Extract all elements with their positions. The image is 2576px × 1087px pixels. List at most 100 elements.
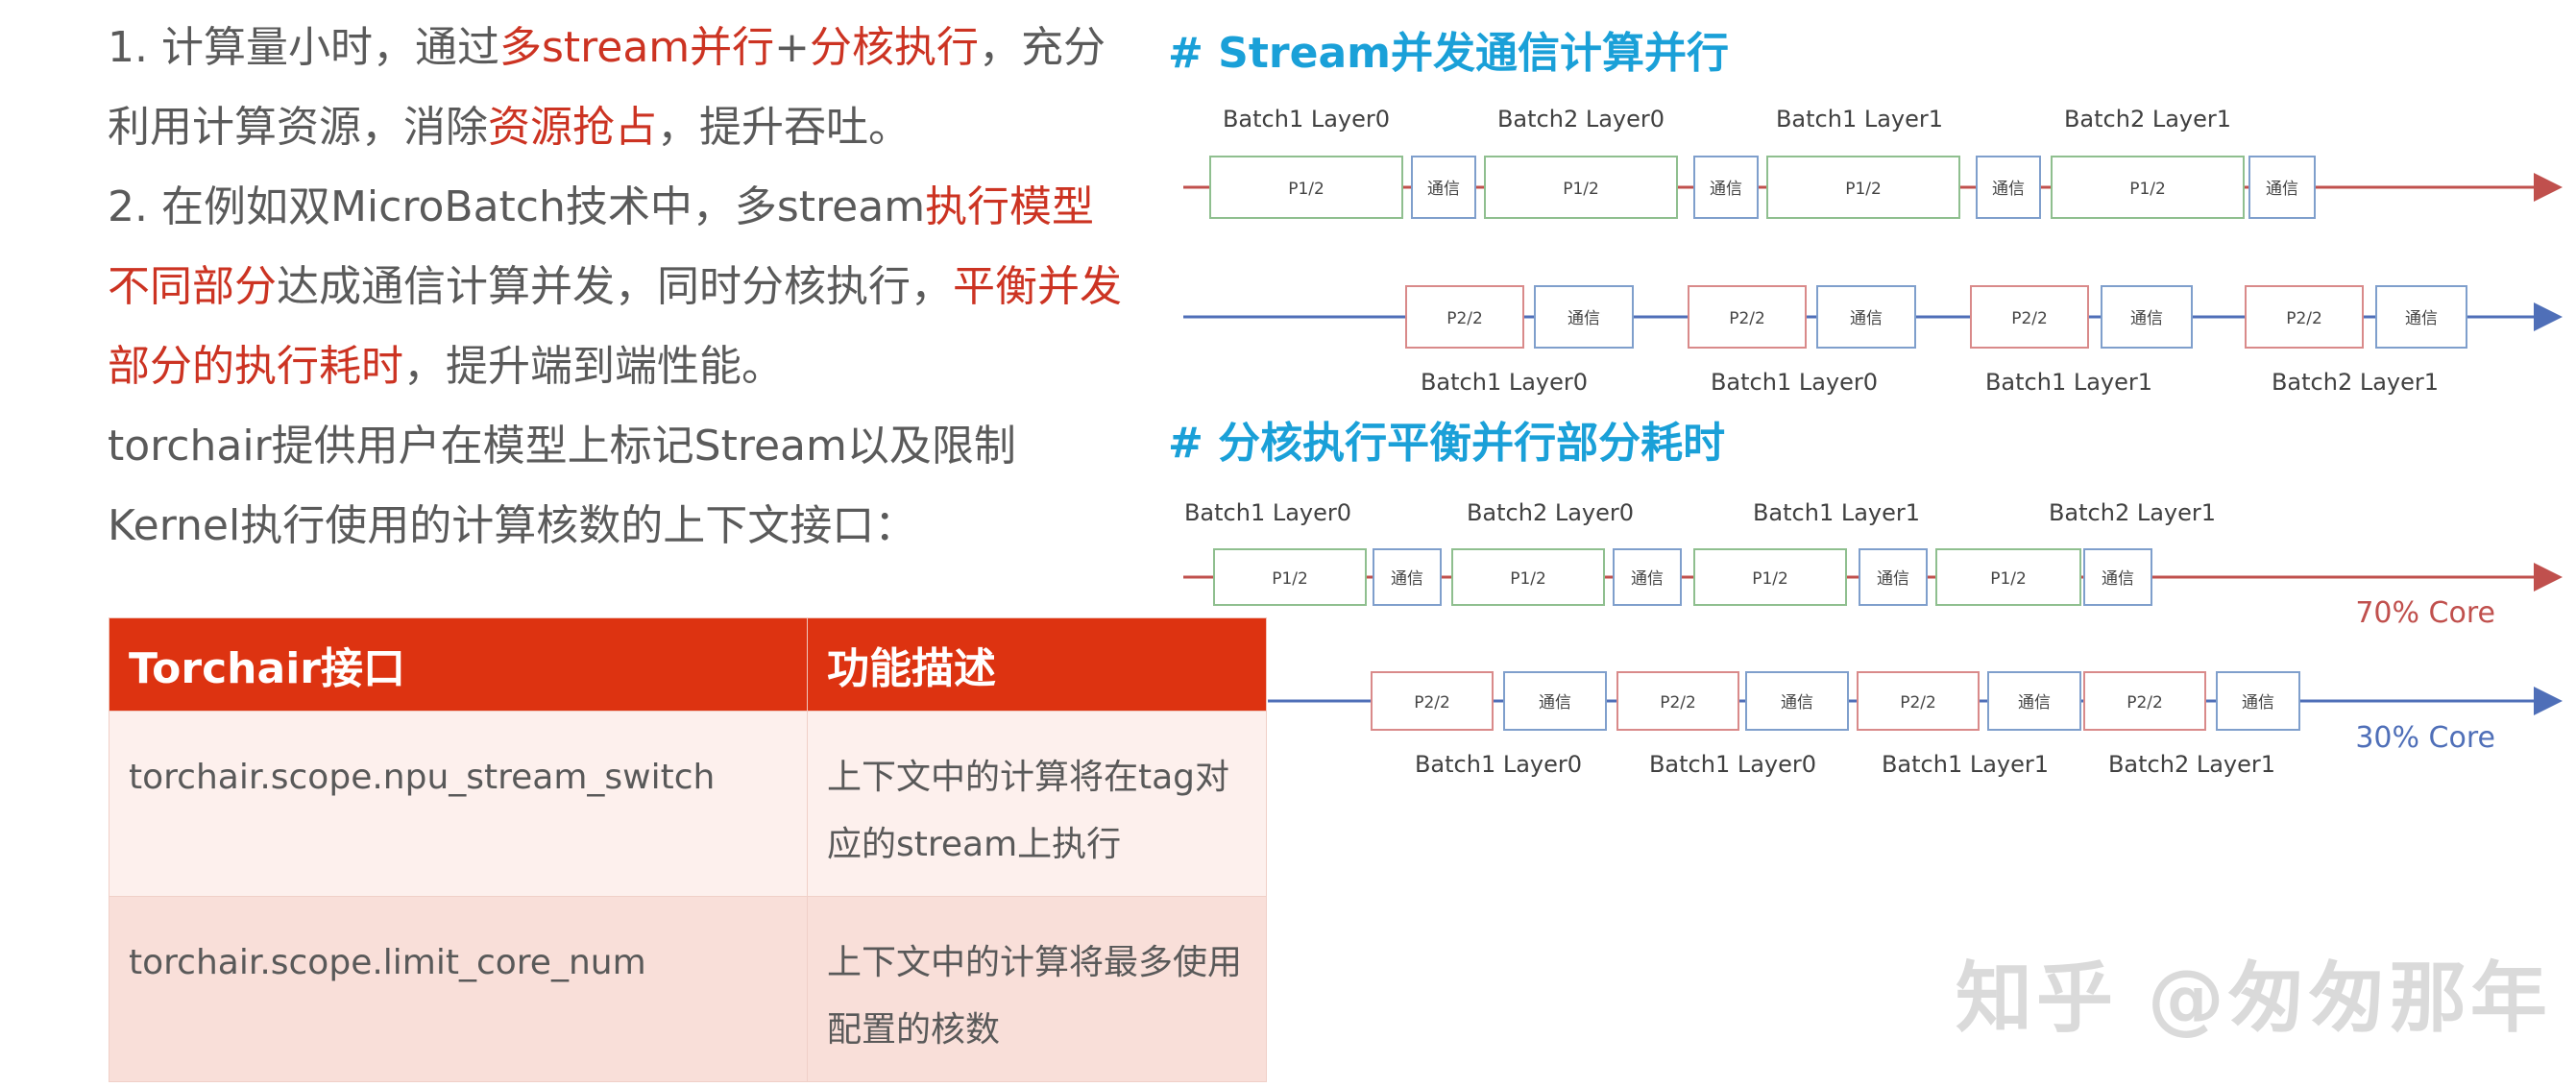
core-70-label: 70% Core <box>2355 596 2495 630</box>
comm-label: 通信 <box>1877 569 1909 589</box>
d2-stream1-blocks: P1/2 通信 P1/2 通信 P1/2 通信 P1/2 通信 <box>1213 548 2152 606</box>
d2-stream2-blocks: P2/2 通信 P2/2 通信 P2/2 通信 P2/2 通信 <box>1371 671 2300 731</box>
compute-label: P2/2 <box>2011 309 2048 328</box>
compute-block <box>1857 671 1980 731</box>
compute-label: P1/2 <box>1510 569 1546 589</box>
comm-label: 通信 <box>1391 569 1423 589</box>
text-span: ，提升吞吐。 <box>657 103 911 152</box>
d1-stream2-blocks: P2/2 通信 P2/2 通信 P2/2 通信 P2/2 通信 <box>1405 285 2467 349</box>
text-span: 达成通信计算并发，同时分核执行， <box>277 262 953 311</box>
comm-label: 通信 <box>1631 569 1664 589</box>
compute-block <box>1405 285 1524 349</box>
highlight-text: 多stream并行 <box>498 23 775 72</box>
timeline-diagram: # Stream并发通信计算并行 Batch1 Layer0 Batch2 La… <box>1168 29 2563 778</box>
comm-label: 通信 <box>1427 180 1460 199</box>
compute-label: P2/2 <box>2286 309 2322 328</box>
comm-block <box>1859 548 1928 606</box>
comm-label: 通信 <box>1781 693 1813 713</box>
d1-bottom-label: Batch1 Layer1 <box>1985 369 2152 396</box>
table-row: torchair.scope.npu_stream_switch 上下文中的计算… <box>109 711 1267 897</box>
comm-block <box>1503 671 1607 731</box>
d2-bottom-label: Batch1 Layer0 <box>1649 751 1816 778</box>
d1-top-label: Batch1 Layer0 <box>1223 106 1390 133</box>
d1-bottom-label: Batch1 Layer0 <box>1421 369 1588 396</box>
comm-block <box>1411 156 1476 219</box>
comm-label: 通信 <box>1850 309 1883 328</box>
paragraph-2: 2. 在例如双MicroBatch技术中，多stream执行模型不同部分达成通信… <box>108 167 1126 406</box>
compute-label: P2/2 <box>1660 693 1696 713</box>
comm-block <box>1373 548 1442 606</box>
compute-label: P1/2 <box>1272 569 1308 589</box>
table-cell-api: torchair.scope.npu_stream_switch <box>109 711 808 897</box>
table-row: torchair.scope.limit_core_num 上下文中的计算将最多… <box>109 896 1267 1082</box>
d2-top-label: Batch1 Layer1 <box>1753 499 1920 526</box>
table-cell-desc: 上下文中的计算将在tag对应的stream上执行 <box>807 711 1267 897</box>
compute-block <box>1451 548 1605 606</box>
compute-block <box>1935 548 2081 606</box>
compute-label: P2/2 <box>1414 693 1450 713</box>
compute-block <box>2245 285 2364 349</box>
comm-block <box>1816 285 1916 349</box>
compute-block <box>2083 671 2206 731</box>
watermark-text: 知乎 @匆匆那年 <box>1956 954 2551 1043</box>
d2-top-label: Batch2 Layer0 <box>1467 499 1634 526</box>
intro-text: 1. 计算量小时，通过多stream并行+分核执行，充分利用计算资源，消除资源抢… <box>108 8 1126 566</box>
core-30-label: 30% Core <box>2355 721 2495 755</box>
comm-block <box>1745 671 1849 731</box>
text-span: ，充分利用计算资源，消除 <box>108 23 1106 152</box>
table-cell-api: torchair.scope.limit_core_num <box>109 896 808 1082</box>
compute-label: P1/2 <box>1752 569 1788 589</box>
comm-block <box>1976 156 2041 219</box>
compute-label: P1/2 <box>2129 180 2166 199</box>
text-span: ，提升端到端性能。 <box>403 342 784 391</box>
compute-block <box>1484 156 1678 219</box>
comm-block <box>2101 285 2193 349</box>
diagram2-title: # 分核执行平衡并行部分耗时 <box>1168 419 1725 468</box>
compute-block <box>1688 285 1807 349</box>
d2-bottom-label: Batch1 Layer1 <box>1882 751 2049 778</box>
highlight-text: 平衡并发部分的执行耗时 <box>108 262 1122 391</box>
comm-label: 通信 <box>2130 309 2163 328</box>
highlight-text: 分核执行 <box>810 23 980 72</box>
compute-label: P1/2 <box>1845 180 1882 199</box>
comm-block <box>2375 285 2467 349</box>
highlight-text: 资源抢占 <box>488 103 657 152</box>
compute-block <box>1209 156 1403 219</box>
d1-stream1-blocks: P1/2 通信 P1/2 通信 P1/2 通信 P1/2 通信 <box>1209 156 2316 219</box>
compute-block <box>1213 548 1367 606</box>
comm-label: 通信 <box>2102 569 2134 589</box>
diagram1-title: # Stream并发通信计算并行 <box>1168 29 1729 78</box>
compute-block <box>1616 671 1739 731</box>
compute-label: P2/2 <box>1900 693 1936 713</box>
comm-label: 通信 <box>1539 693 1571 713</box>
comm-label: 通信 <box>1567 309 1600 328</box>
compute-block <box>2051 156 2245 219</box>
d2-bottom-label: Batch2 Layer1 <box>2108 751 2275 778</box>
comm-block <box>2248 156 2316 219</box>
table-header-api: Torchair接口 <box>109 617 808 712</box>
comm-block <box>1693 156 1759 219</box>
paragraph-3: torchair提供用户在模型上标记Stream以及限制Kernel执行使用的计… <box>108 422 1016 550</box>
d2-bottom-label: Batch1 Layer0 <box>1415 751 1582 778</box>
compute-block <box>1970 285 2089 349</box>
text-span: 1. 计算量小时，通过 <box>108 23 499 72</box>
comm-block <box>1987 671 2081 731</box>
compute-label: P2/2 <box>2126 693 2163 713</box>
compute-label: P1/2 <box>1288 180 1324 199</box>
text-span: 2. 在例如双MicroBatch技术中，多stream <box>108 182 926 231</box>
comm-label: 通信 <box>2405 309 2438 328</box>
d1-bottom-label: Batch2 Layer1 <box>2272 369 2439 396</box>
d1-top-label: Batch1 Layer1 <box>1776 106 1943 133</box>
d1-bottom-label: Batch1 Layer0 <box>1711 369 1878 396</box>
table-header-desc: 功能描述 <box>807 617 1267 712</box>
comm-block <box>1534 285 1634 349</box>
comm-label: 通信 <box>1992 180 2025 199</box>
comm-label: 通信 <box>1710 180 1742 199</box>
d1-top-label: Batch2 Layer0 <box>1497 106 1665 133</box>
comm-label: 通信 <box>2242 693 2274 713</box>
compute-block <box>1371 671 1494 731</box>
compute-block <box>1693 548 1847 606</box>
comm-block <box>2083 548 2152 606</box>
compute-label: P1/2 <box>1563 180 1599 199</box>
compute-label: P2/2 <box>1729 309 1765 328</box>
